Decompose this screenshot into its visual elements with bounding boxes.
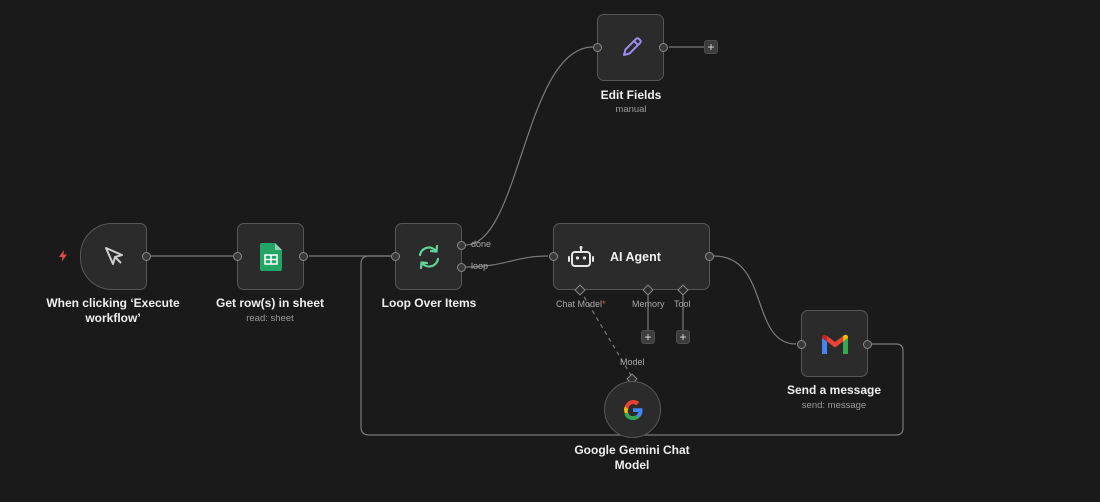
gmail-subtitle: send: message (801, 400, 867, 411)
gmail-node[interactable] (797, 310, 872, 377)
edit-input-port[interactable] (593, 43, 602, 52)
sheet-output-port[interactable] (299, 252, 308, 261)
loop-done-port[interactable] (457, 241, 466, 250)
edit-title: Edit Fields (600, 88, 662, 102)
trigger-node[interactable] (80, 223, 151, 290)
loop-input-port[interactable] (391, 252, 400, 261)
loop-done-label: done (471, 239, 492, 249)
gmail-output-port[interactable] (863, 340, 872, 349)
gmail-input-port[interactable] (797, 340, 806, 349)
required-marker: * (602, 299, 606, 309)
google-g-icon (623, 399, 642, 420)
tool-port-label: Tool (674, 299, 691, 309)
loop-title: Loop Over Items (381, 296, 477, 310)
refresh-cycle-icon (418, 244, 439, 269)
edge-loop-to-agent[interactable] (465, 255, 549, 268)
edit-subtitle: manual (615, 104, 647, 115)
trigger-output-port[interactable] (142, 252, 151, 261)
agent-title: AI Agent (610, 249, 661, 264)
memory-port-label: Memory (632, 299, 665, 309)
add-memory-button[interactable]: + (641, 330, 655, 344)
edit-output-port[interactable] (659, 43, 668, 52)
google-sheets-icon (259, 242, 282, 271)
edit-fields-node[interactable] (593, 14, 668, 81)
bolt-icon (59, 250, 67, 262)
gmail-title: Send a message (786, 383, 882, 397)
agent-input-port[interactable] (549, 252, 558, 261)
sheet-node[interactable] (233, 223, 308, 290)
edit-add-node-button[interactable]: + (704, 40, 718, 54)
chat-model-port-label: Chat Model* (556, 299, 606, 309)
loop-loop-port[interactable] (457, 263, 466, 272)
trigger-title: When clicking ‘Execute workflow’ (46, 296, 180, 325)
loop-loop-label: loop (471, 261, 489, 271)
gemini-title: Google Gemini Chat Model (574, 443, 690, 472)
gmail-icon (821, 334, 848, 354)
cursor-arrow-icon (104, 246, 123, 265)
agent-output-port[interactable] (705, 252, 714, 261)
sheet-input-port[interactable] (233, 252, 242, 261)
ai-agent-node[interactable]: AI Agent (549, 223, 714, 290)
gemini-model-port-label: Model (620, 357, 645, 367)
pencil-icon (622, 36, 642, 56)
sheet-subtitle: read: sheet (246, 313, 294, 324)
edge-chat-model[interactable] (579, 289, 633, 378)
gemini-chat-model-node[interactable] (604, 381, 661, 438)
robot-icon (568, 245, 594, 267)
add-tool-button[interactable]: + (676, 330, 690, 344)
edge-loop-done-to-edit[interactable] (465, 46, 594, 246)
sheet-title: Get row(s) in sheet (215, 296, 325, 310)
edge-agent-to-gmail[interactable] (713, 255, 797, 345)
loop-node[interactable] (391, 223, 466, 290)
